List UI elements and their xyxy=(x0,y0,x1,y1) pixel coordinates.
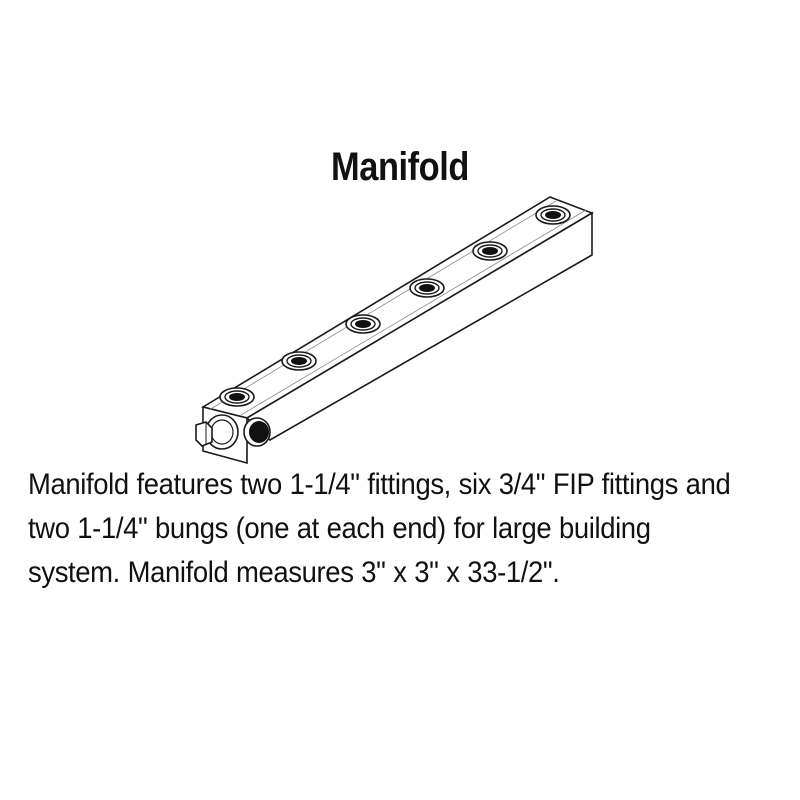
port-6 xyxy=(535,205,571,225)
port-3 xyxy=(345,314,381,334)
port-2 xyxy=(281,351,317,371)
manifold-top-face xyxy=(200,196,594,419)
port-5 xyxy=(472,241,508,261)
port-1 xyxy=(219,387,255,407)
side-outlet xyxy=(243,417,271,447)
manifold-side-face xyxy=(245,211,593,441)
end-bung xyxy=(195,414,239,450)
page-title: Manifold xyxy=(331,145,469,189)
manifold-end-face xyxy=(202,405,248,465)
port-4 xyxy=(409,278,445,298)
product-description: Manifold features two 1-1/4" fittings, s… xyxy=(28,468,731,589)
